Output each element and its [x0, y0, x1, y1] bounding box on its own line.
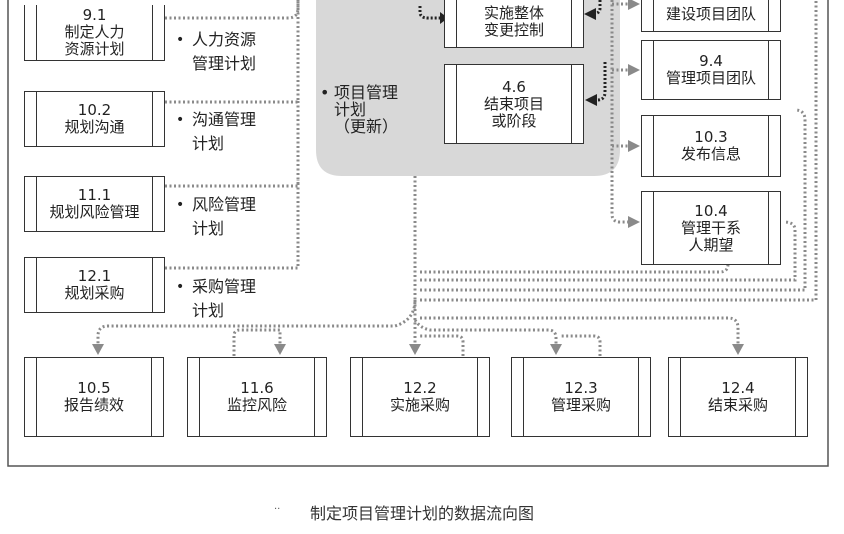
process-name: 规划风险管理 [49, 203, 140, 221]
flow-line-main-bus [96, 176, 417, 344]
arrowhead-4-6 [585, 94, 597, 106]
output-line: 管理计划 [192, 54, 257, 73]
figure-caption: 制定项目管理计划的数据流向图 [309, 504, 534, 523]
arrowhead-10-5 [92, 344, 104, 355]
arrowhead-9-4 [628, 64, 640, 76]
process-number: 12.4 [721, 379, 755, 397]
process-name: 结束采购 [707, 396, 768, 414]
arrowhead-team [628, 0, 640, 10]
flow-line-to-12-3 [413, 319, 558, 344]
process-name: 报告绩效 [63, 396, 124, 414]
process-name: 制定人力 [64, 23, 125, 41]
process-10-3: 10.3 发布信息 [641, 115, 781, 177]
arrowhead-10-3 [628, 140, 640, 152]
flow-line-right-mid [420, 108, 807, 292]
process-number: 11.6 [240, 379, 274, 397]
output-line: 项目管理 [334, 83, 399, 102]
bullet-dot: • [320, 83, 330, 102]
flow-line-into-4-5 [418, 6, 440, 20]
process-9-4: 9.4 管理项目团队 [641, 40, 781, 100]
output-line: （更新） [334, 117, 399, 136]
process-11-6: 11.6 监控风险 [187, 357, 327, 437]
process-name: 管理干系 [680, 218, 741, 237]
process-10-5: 10.5 报告绩效 [24, 357, 164, 437]
process-name: 资源计划 [64, 40, 125, 58]
output-line: 计划 [192, 134, 225, 153]
output-risk-plan: • 风险管理 计划 [176, 193, 257, 241]
process-name: 实施整体 [483, 4, 544, 22]
flow-line-to-11-6 [232, 328, 282, 356]
arrowhead-11-6 [274, 344, 286, 355]
flow-line-12-2-return [420, 334, 465, 356]
output-proc-plan: • 采购管理 计划 [176, 275, 257, 323]
output-line: 计划 [334, 100, 367, 119]
flow-line-to-right-loop [420, 263, 730, 274]
process-name: 变更控制 [483, 21, 544, 39]
process-name: 管理项目团队 [665, 69, 756, 87]
process-name: 发布信息 [680, 145, 741, 163]
output-hr-plan: • 人力资源 管理计划 [176, 28, 257, 76]
process-name: 实施采购 [389, 396, 450, 414]
arrowhead-12-2 [409, 344, 421, 355]
process-number: 11.1 [77, 186, 112, 204]
output-line: 人力资源 [192, 30, 257, 49]
output-pm-plan-updates: • 项目管理 计划 （更新） [320, 83, 399, 136]
diagram-frame [7, 0, 829, 467]
flow-line-right-outer [420, 0, 818, 302]
caption-mark: .. [274, 501, 281, 512]
flow-line-12-3-return [560, 334, 602, 356]
process-name: 人期望 [688, 235, 734, 254]
process-name: 规划沟通 [64, 118, 125, 136]
process-name: 监控风险 [226, 396, 287, 414]
process-12-3: 12.3 管理采购 [511, 357, 651, 437]
process-number: 4.6 [502, 77, 526, 96]
process-name: 建设项目团队 [665, 4, 756, 23]
process-number: 12.2 [403, 379, 437, 397]
process-12-4: 12.4 结束采购 [668, 357, 808, 437]
process-10-2: 10.2 规划沟通 [24, 91, 165, 147]
output-line: 采购管理 [192, 277, 257, 296]
process-name: 或阶段 [491, 111, 537, 130]
process-number: 9.1 [82, 6, 107, 24]
process-number: 10.3 [694, 128, 728, 146]
process-number: 12.3 [564, 379, 598, 397]
process-number: 12.1 [77, 267, 112, 285]
process-4-5: 实施整体 变更控制 [444, 0, 584, 48]
output-line: 计划 [192, 301, 225, 320]
flow-line-to-12-4 [420, 316, 740, 344]
arrowhead-12-3 [550, 344, 562, 355]
process-9-1: 9.1 制定人力 资源计划 [24, 5, 165, 61]
process-4-6: 4.6 结束项目 或阶段 [444, 64, 584, 144]
arrowhead-12-4 [732, 344, 744, 355]
process-name: 管理采购 [550, 396, 611, 414]
output-line: 风险管理 [192, 195, 257, 214]
bullet-dot: • [176, 197, 185, 213]
process-name: 规划采购 [64, 284, 125, 302]
process-number: 9.4 [699, 52, 723, 70]
bullet-dot: • [176, 279, 185, 295]
process-name: 结束项目 [483, 94, 544, 113]
bullet-dot: • [176, 32, 185, 48]
process-10-4: 10.4 管理干系 人期望 [641, 191, 781, 265]
process-9-3: 建设项目团队 [641, 0, 781, 32]
flow-line-right-to-4-6 [596, 62, 607, 102]
process-number: 10.4 [694, 201, 728, 220]
arrowhead-10-4 [628, 216, 640, 228]
flow-line-risk-plan [165, 100, 300, 188]
flow-line-right-inner [420, 220, 797, 282]
output-line: 沟通管理 [192, 110, 257, 129]
flow-line-center-right [610, 0, 628, 224]
flow-line-hr-plan [165, 0, 300, 20]
output-comm-plan: • 沟通管理 计划 [176, 108, 257, 156]
bullet-dot: • [176, 112, 185, 128]
arrowhead-4-5 [584, 8, 596, 20]
process-12-2: 12.2 实施采购 [350, 357, 490, 437]
process-12-1: 12.1 规划采购 [24, 257, 165, 313]
output-line: 计划 [192, 219, 225, 238]
process-number: 10.2 [77, 101, 112, 119]
process-11-1: 11.1 规划风险管理 [24, 176, 165, 232]
process-number: 10.5 [77, 379, 111, 397]
